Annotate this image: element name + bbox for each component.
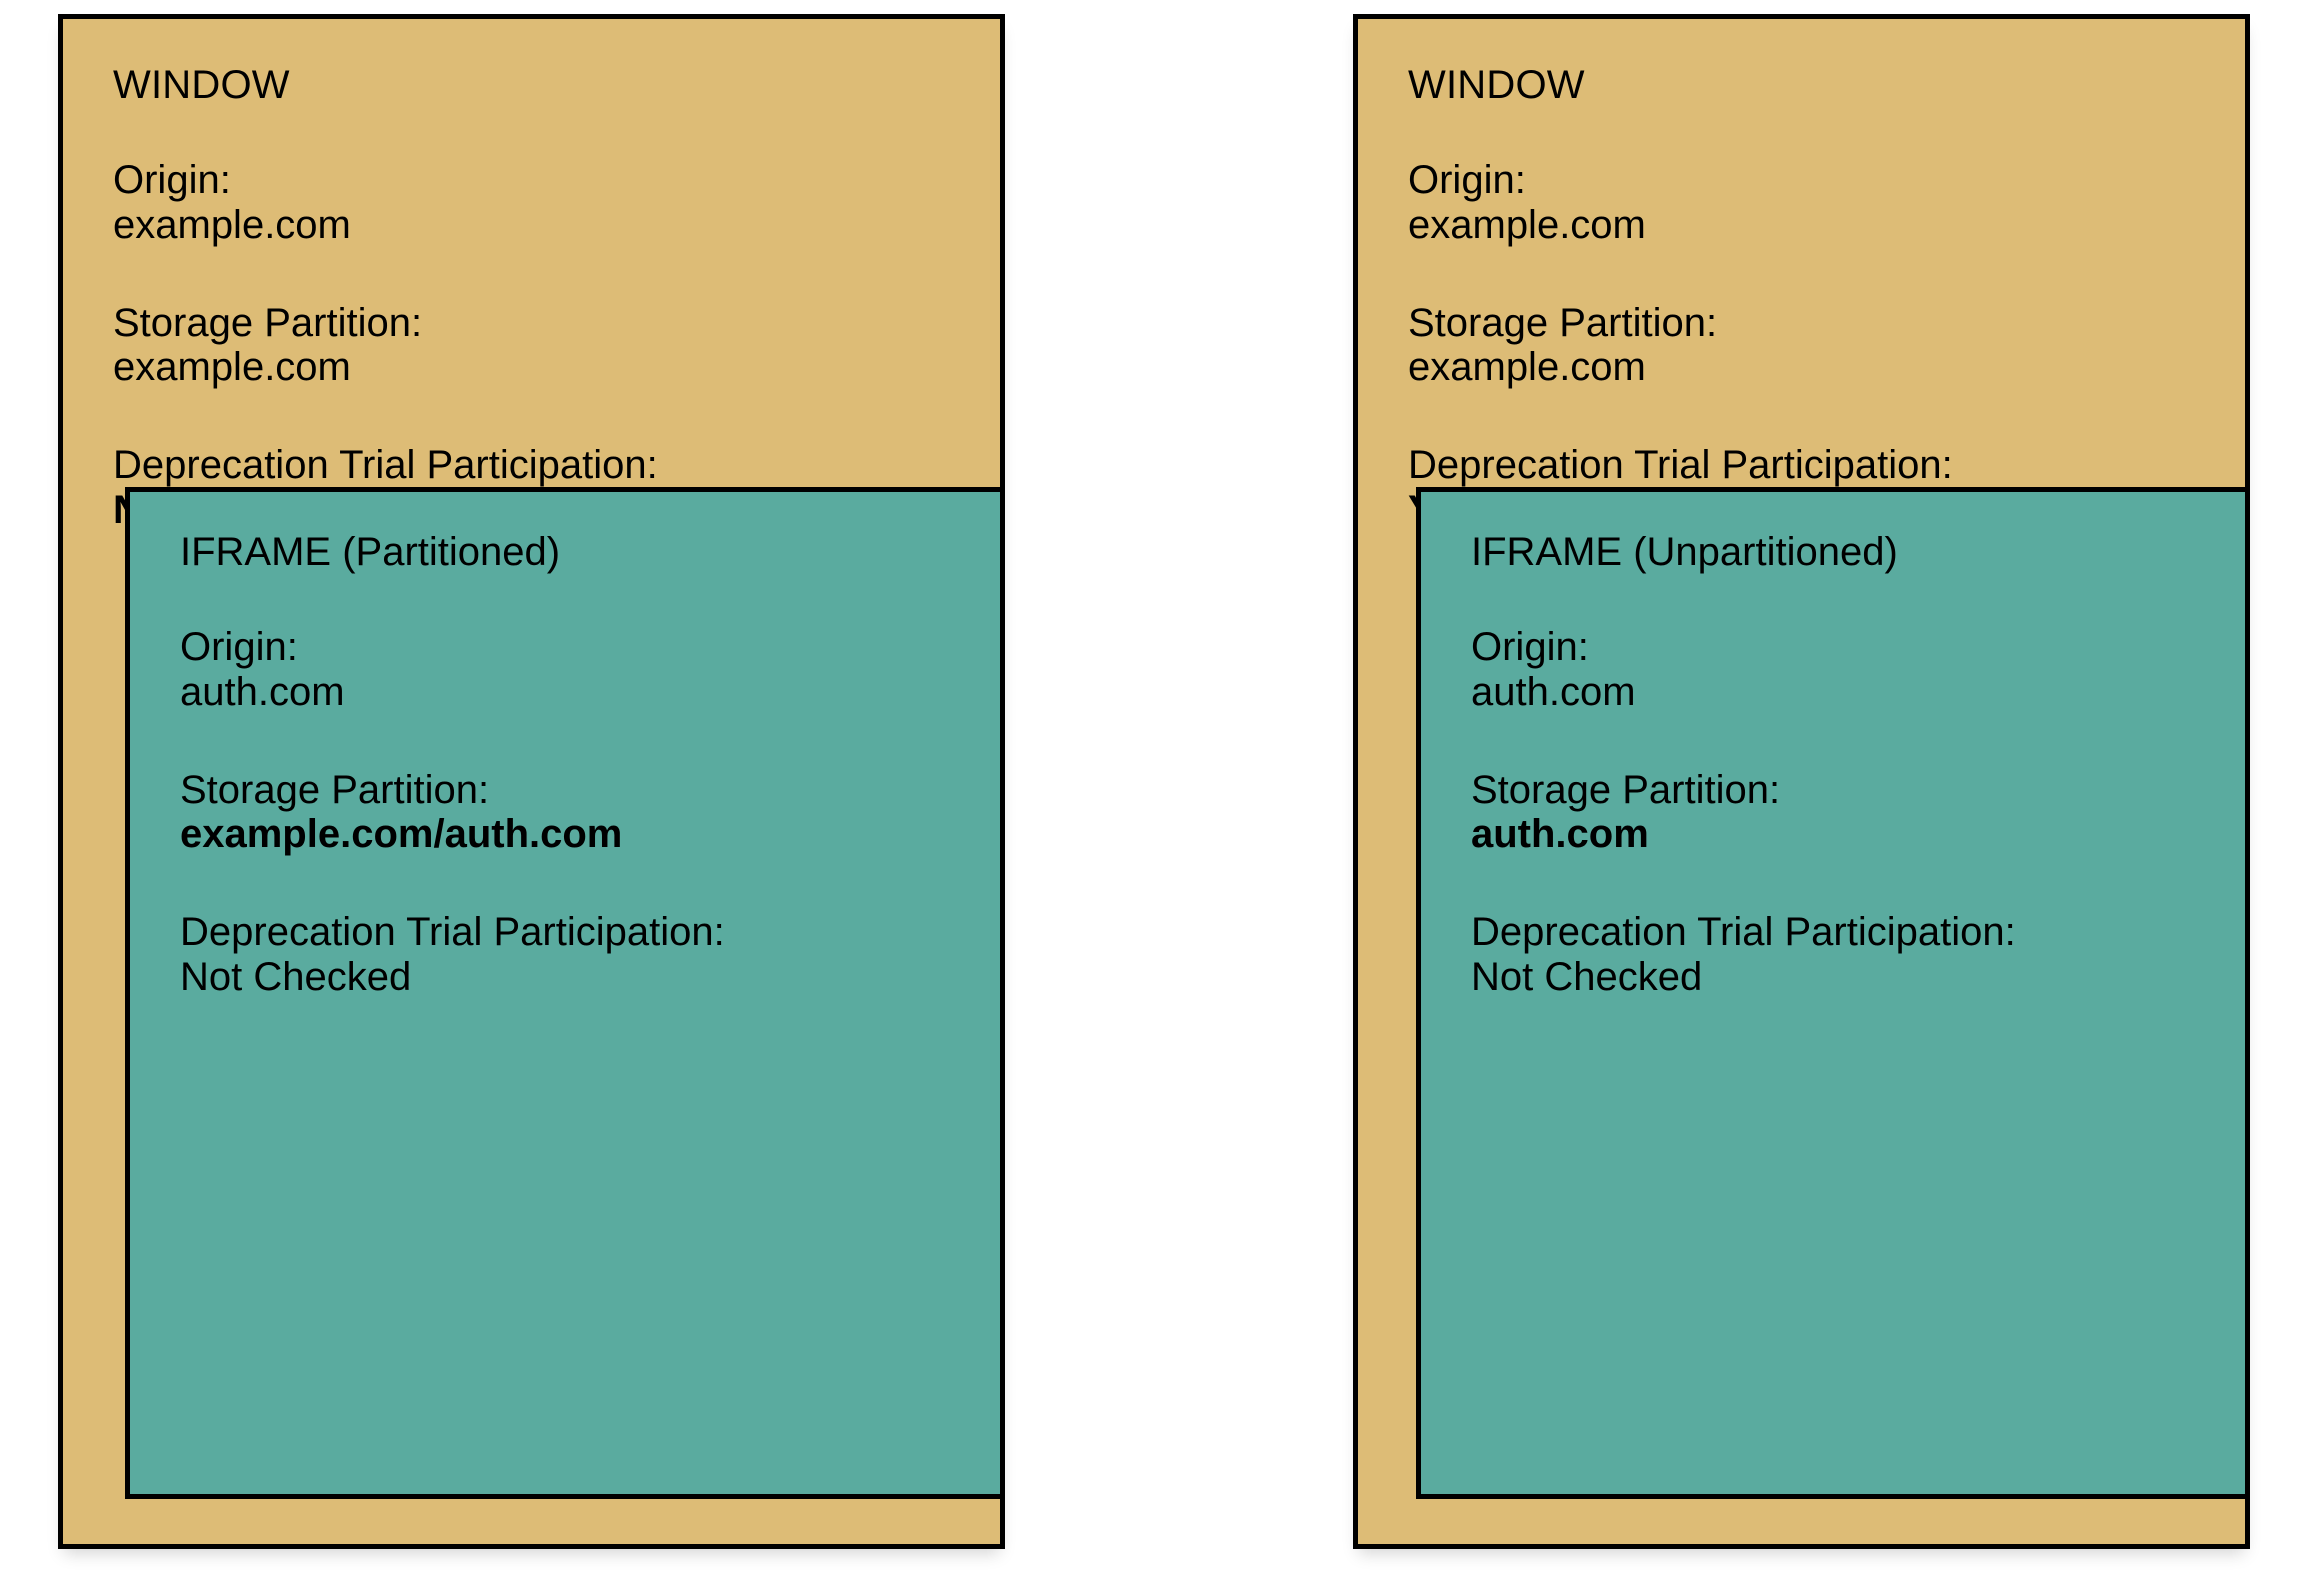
window-left-storage-value: example.com (113, 345, 351, 390)
iframe-left-trial-field: Deprecation Trial Participation: Not Che… (180, 910, 984, 1000)
iframe-right-trial-label: Deprecation Trial Participation: (1471, 910, 2016, 955)
window-left-origin-label: Origin: (113, 158, 231, 202)
iframe-right-trial-value: Not Checked (1471, 954, 1703, 999)
iframe-right-storage-field: Storage Partition: auth.com (1471, 768, 2229, 858)
iframe-left-storage-label: Storage Partition: (180, 767, 490, 812)
window-right-body: WINDOW Origin: example.com Storage Parti… (1408, 65, 2225, 533)
window-panel-left: WINDOW Origin: example.com Storage Parti… (58, 14, 1005, 1549)
iframe-right-storage-value: auth.com (1471, 812, 1649, 857)
window-left-body: WINDOW Origin: example.com Storage Parti… (113, 65, 980, 533)
iframe-right-trial-field: Deprecation Trial Participation: Not Che… (1471, 910, 2229, 1000)
window-right-title: WINDOW (1408, 63, 1585, 107)
window-left-title: WINDOW (113, 63, 290, 107)
iframe-left-title: IFRAME (Partitioned) (180, 530, 561, 574)
iframe-right-origin-field: Origin: auth.com (1471, 625, 2229, 715)
iframe-right-title: IFRAME (Unpartitioned) (1471, 530, 1898, 574)
window-right-storage-value: example.com (1408, 345, 1646, 390)
iframe-right-origin-value: auth.com (1471, 669, 1636, 714)
window-left-trial-label: Deprecation Trial Participation: (113, 443, 658, 488)
window-left-storage-field: Storage Partition: example.com (113, 301, 980, 391)
iframe-left-trial-value: Not Checked (180, 954, 412, 999)
window-right-storage-field: Storage Partition: example.com (1408, 301, 2225, 391)
iframe-left-body: IFRAME (Partitioned) Origin: auth.com St… (180, 532, 984, 1000)
window-left-storage-label: Storage Partition: (113, 300, 423, 345)
iframe-left-trial-label: Deprecation Trial Participation: (180, 910, 725, 955)
window-right-origin-label: Origin: (1408, 158, 1526, 202)
iframe-right-storage-label: Storage Partition: (1471, 767, 1781, 812)
iframe-left-storage-value: example.com/auth.com (180, 812, 623, 857)
window-panel-right: WINDOW Origin: example.com Storage Parti… (1353, 14, 2250, 1549)
iframe-box-right: IFRAME (Unpartitioned) Origin: auth.com … (1416, 487, 2250, 1499)
iframe-left-origin-label: Origin: (180, 625, 298, 669)
window-left-origin-value: example.com (113, 202, 351, 247)
window-left-origin-field: Origin: example.com (113, 158, 980, 248)
iframe-right-body: IFRAME (Unpartitioned) Origin: auth.com … (1471, 532, 2229, 1000)
iframe-right-origin-label: Origin: (1471, 625, 1589, 669)
window-right-origin-value: example.com (1408, 202, 1646, 247)
iframe-box-left: IFRAME (Partitioned) Origin: auth.com St… (125, 487, 1005, 1499)
iframe-left-storage-field: Storage Partition: example.com/auth.com (180, 768, 984, 858)
window-right-trial-label: Deprecation Trial Participation: (1408, 443, 1953, 488)
window-right-origin-field: Origin: example.com (1408, 158, 2225, 248)
iframe-left-origin-field: Origin: auth.com (180, 625, 984, 715)
window-right-storage-label: Storage Partition: (1408, 300, 1718, 345)
iframe-left-origin-value: auth.com (180, 669, 345, 714)
